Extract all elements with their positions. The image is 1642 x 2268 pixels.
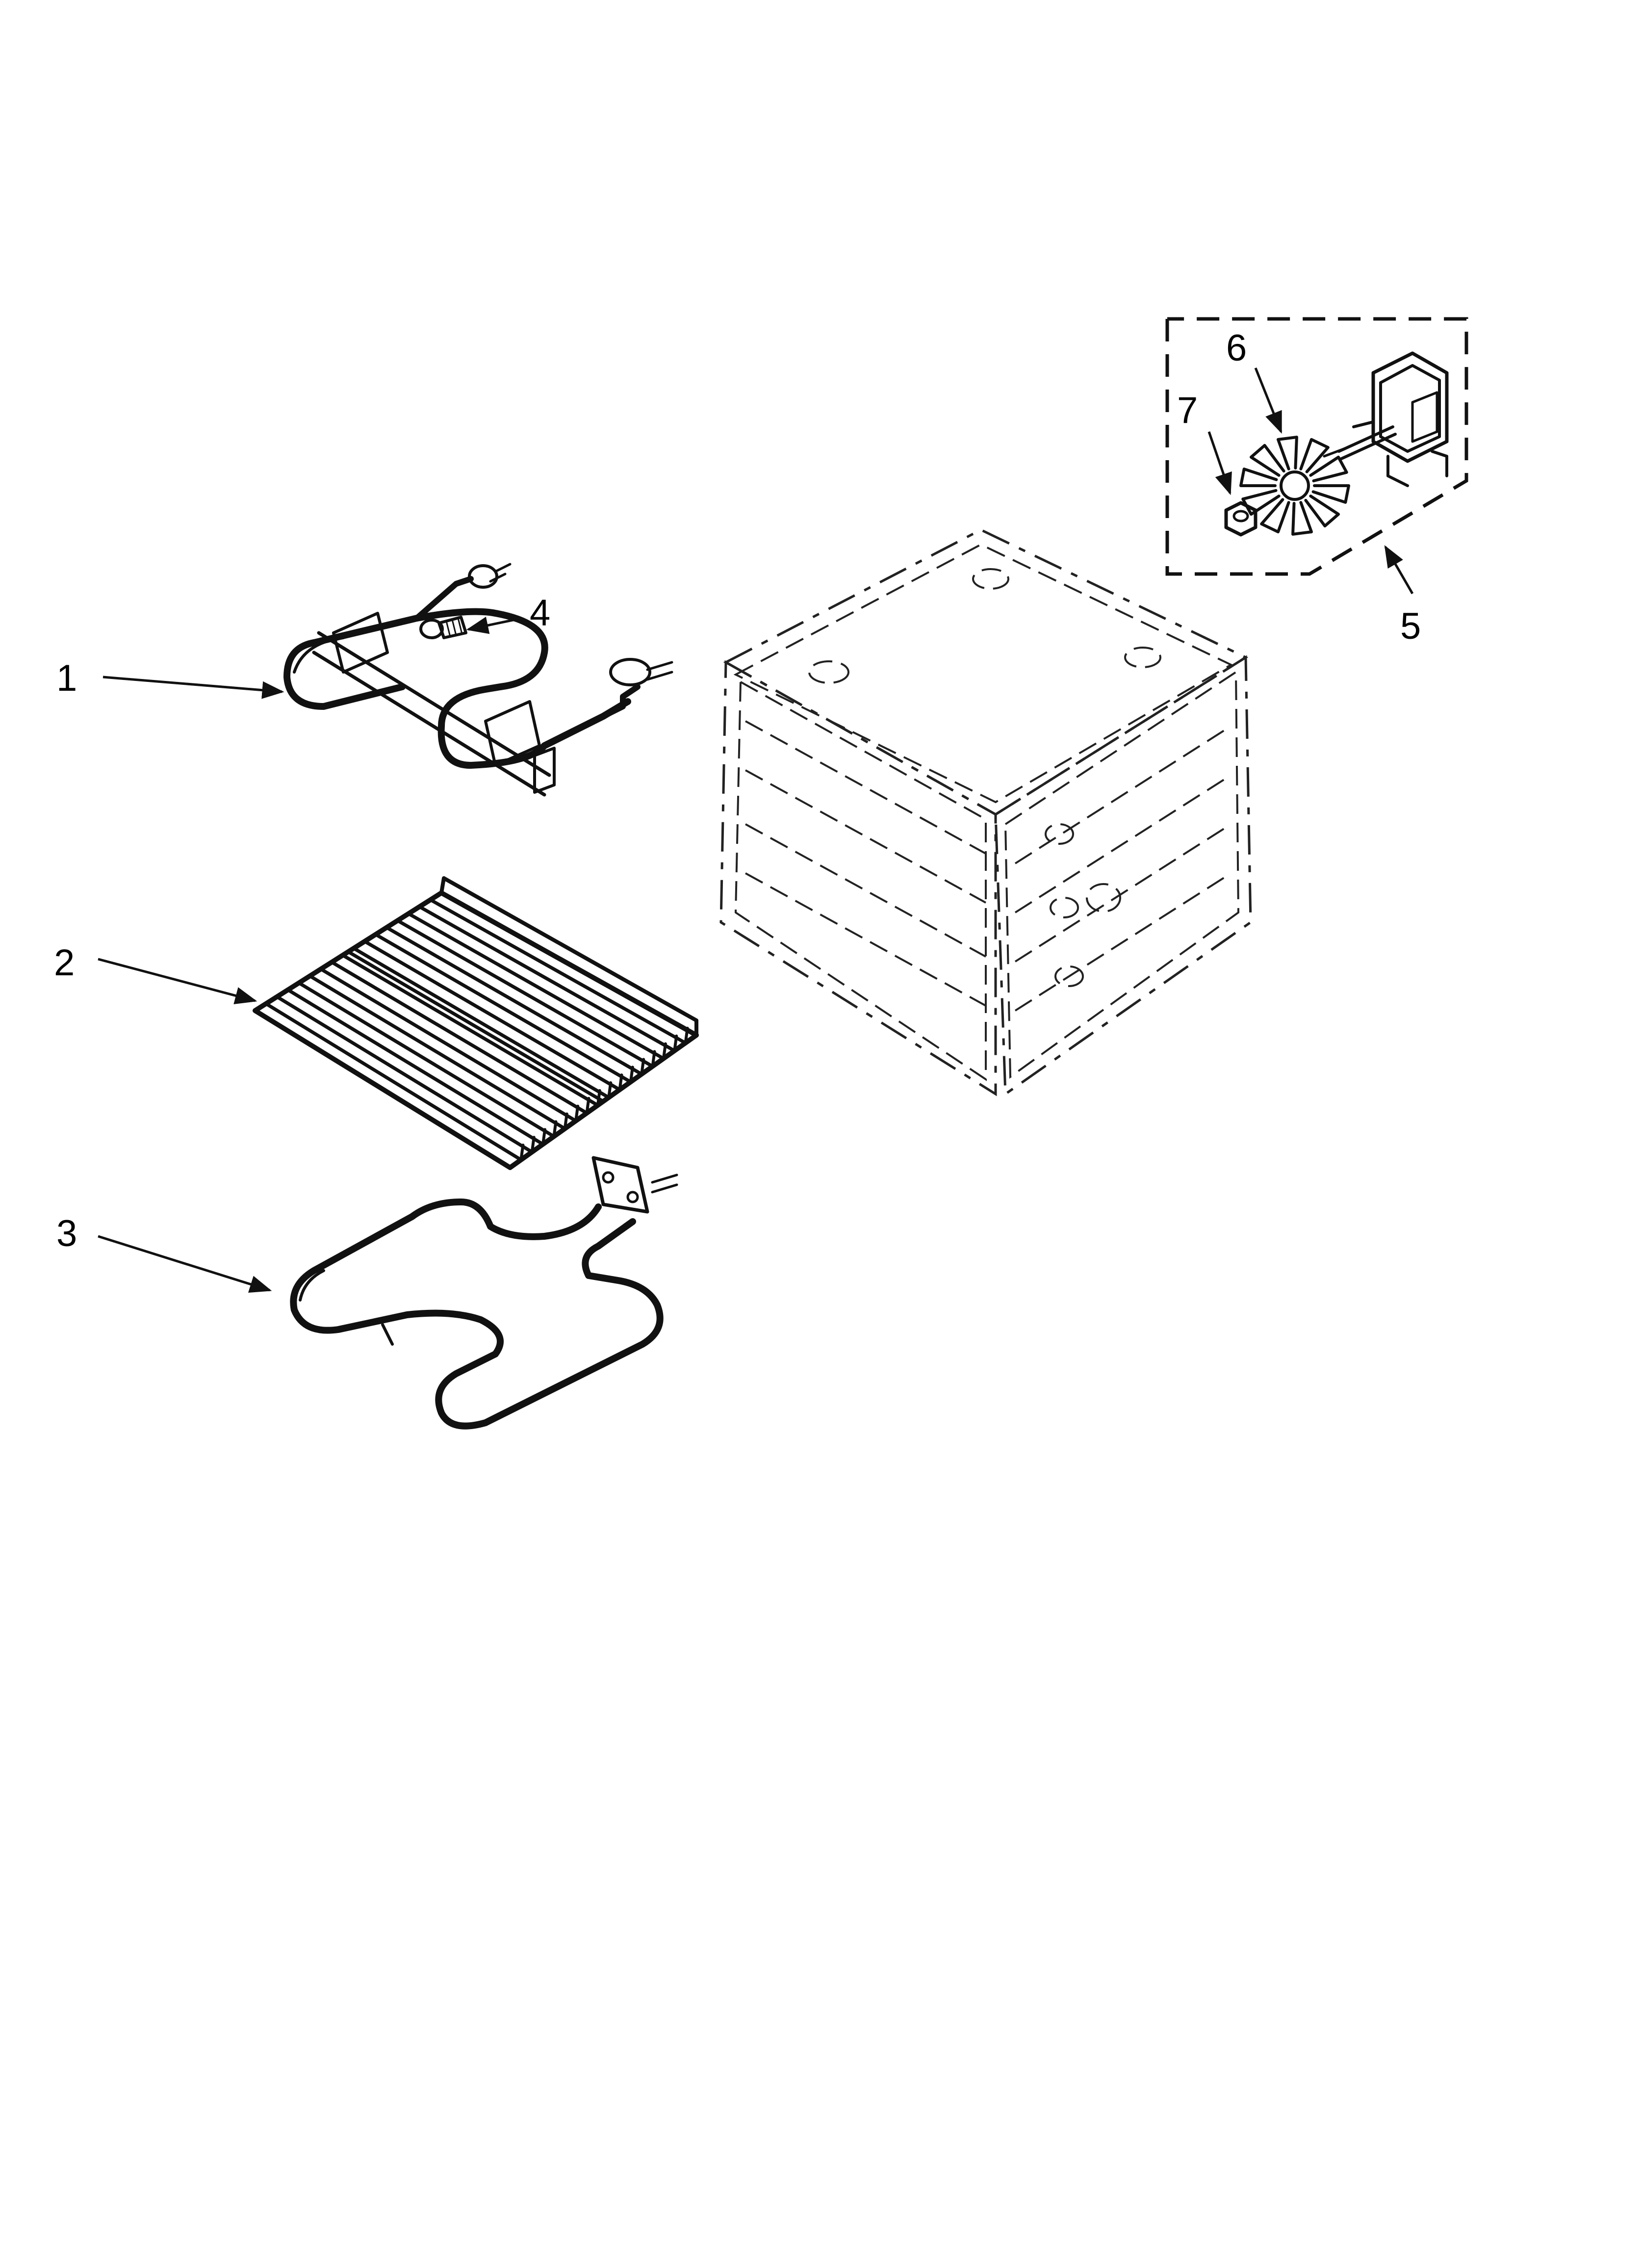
rack-wire [275, 995, 534, 1154]
rack-wires [264, 898, 689, 1162]
callout-5: 5 [1400, 605, 1421, 647]
callout-7: 7 [1177, 390, 1198, 431]
fan-blade-vane [1277, 436, 1298, 470]
rack-wire [363, 939, 622, 1092]
fan-motor-drawing [1323, 351, 1449, 487]
leader-arrow-1 [103, 676, 284, 699]
rack-wire [374, 933, 633, 1084]
leader-arrow-7 [1207, 431, 1232, 495]
bake-element-drawing [290, 1156, 678, 1430]
rack-wire [352, 946, 611, 1099]
leader-arrows [98, 367, 1414, 1293]
rack-wire [407, 912, 666, 1061]
rack-wire [319, 967, 578, 1123]
callout-3: 3 [56, 1213, 77, 1254]
fan-blade-vane [1239, 468, 1278, 487]
fan-blade-vane [1309, 455, 1348, 483]
leader-arrow-4 [466, 617, 518, 634]
oven-rack-drawing [253, 876, 699, 1170]
rack-wire [297, 981, 556, 1138]
leader-arrow-5 [1384, 545, 1414, 595]
rack-wire [385, 926, 643, 1076]
fan-blade-vane [1299, 438, 1330, 473]
broil-element-drawing [283, 563, 673, 797]
fan-blade-vane [1311, 484, 1350, 504]
rack-wire [396, 918, 655, 1069]
rack-wire [264, 1002, 523, 1162]
callout-1: 1 [56, 657, 77, 699]
rack-wire [308, 974, 567, 1131]
leader-arrow-6 [1254, 367, 1283, 434]
fan-blade-vane [1304, 495, 1340, 528]
screw-drawing [419, 616, 467, 639]
convection-kit-box [1165, 317, 1468, 576]
fan-blade-vane [1291, 501, 1313, 536]
rack-wire [341, 953, 600, 1107]
callout-2: 2 [54, 942, 75, 984]
rack-wire [330, 960, 589, 1115]
fan-blade-vane [1260, 498, 1290, 534]
rack-wire [417, 905, 676, 1053]
nut-drawing [1224, 501, 1257, 537]
fan-blade-vane [1250, 443, 1285, 477]
rack-wire [286, 988, 545, 1146]
rack-wire-tip [684, 1026, 689, 1044]
leader-arrow-3 [98, 1235, 272, 1293]
oven-cavity-outline [719, 528, 1252, 1096]
callout-6: 6 [1226, 327, 1247, 369]
rack-wire [429, 898, 688, 1045]
callout-labels: 1 2 3 4 5 6 7 [54, 327, 1421, 1254]
leader-arrow-2 [98, 958, 257, 1004]
callout-4: 4 [530, 592, 550, 634]
